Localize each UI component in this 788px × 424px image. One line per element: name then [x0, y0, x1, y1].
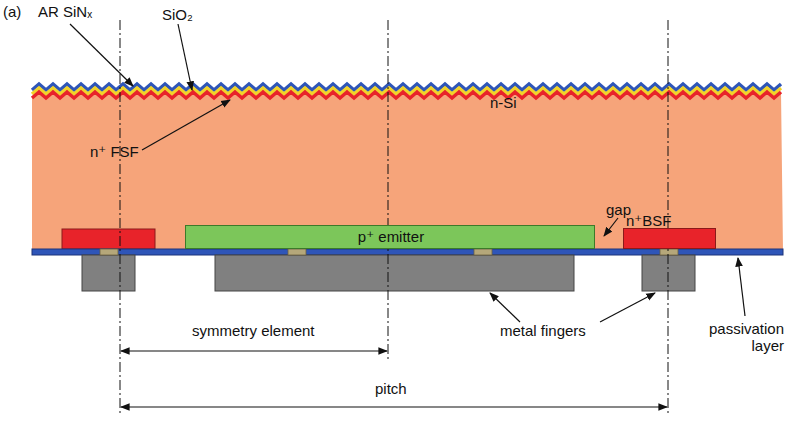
part-label: metal fingers	[500, 322, 586, 339]
leader-line	[738, 258, 745, 316]
doped-region: p⁺ emitter	[185, 225, 595, 249]
part-label: AR SiNₓ	[38, 3, 92, 20]
part-label: pitch	[375, 380, 407, 397]
leader-line	[142, 100, 230, 150]
metal-finger	[82, 255, 135, 291]
part-label: (a)	[3, 3, 21, 20]
left-bsf-region	[62, 229, 155, 249]
symmetry-line	[120, 20, 121, 416]
contact-opening	[474, 249, 492, 255]
leader-line	[178, 24, 192, 90]
part-label: n⁺ FSF	[90, 143, 139, 160]
leader-line	[70, 24, 133, 86]
dimension-arrow	[121, 350, 387, 351]
part-label: passivation layer	[706, 320, 784, 355]
symmetry-line	[388, 20, 389, 362]
region-label: n-Si	[490, 94, 517, 111]
contact-opening	[100, 249, 118, 255]
leader-line	[490, 293, 520, 322]
region-label: n⁺BSF	[626, 212, 671, 229]
contact-opening	[660, 249, 678, 255]
front-layer	[32, 92, 781, 98]
dimension-arrow	[121, 406, 667, 407]
leader-line	[600, 293, 655, 322]
doped-region: n⁺BSF	[623, 228, 716, 249]
part-label: SiO₂	[162, 6, 193, 23]
part-label: symmetry element	[192, 322, 315, 339]
part-label: gap	[606, 201, 631, 218]
silicon-bulk	[32, 92, 783, 252]
silicon-region: n-Si p⁺ emitter n⁺BSF	[32, 84, 783, 252]
region-label: p⁺ emitter	[358, 228, 424, 245]
metal-finger	[215, 255, 574, 291]
leader-line	[604, 218, 618, 236]
passivation-bar	[32, 249, 783, 255]
contact-opening	[288, 249, 306, 255]
